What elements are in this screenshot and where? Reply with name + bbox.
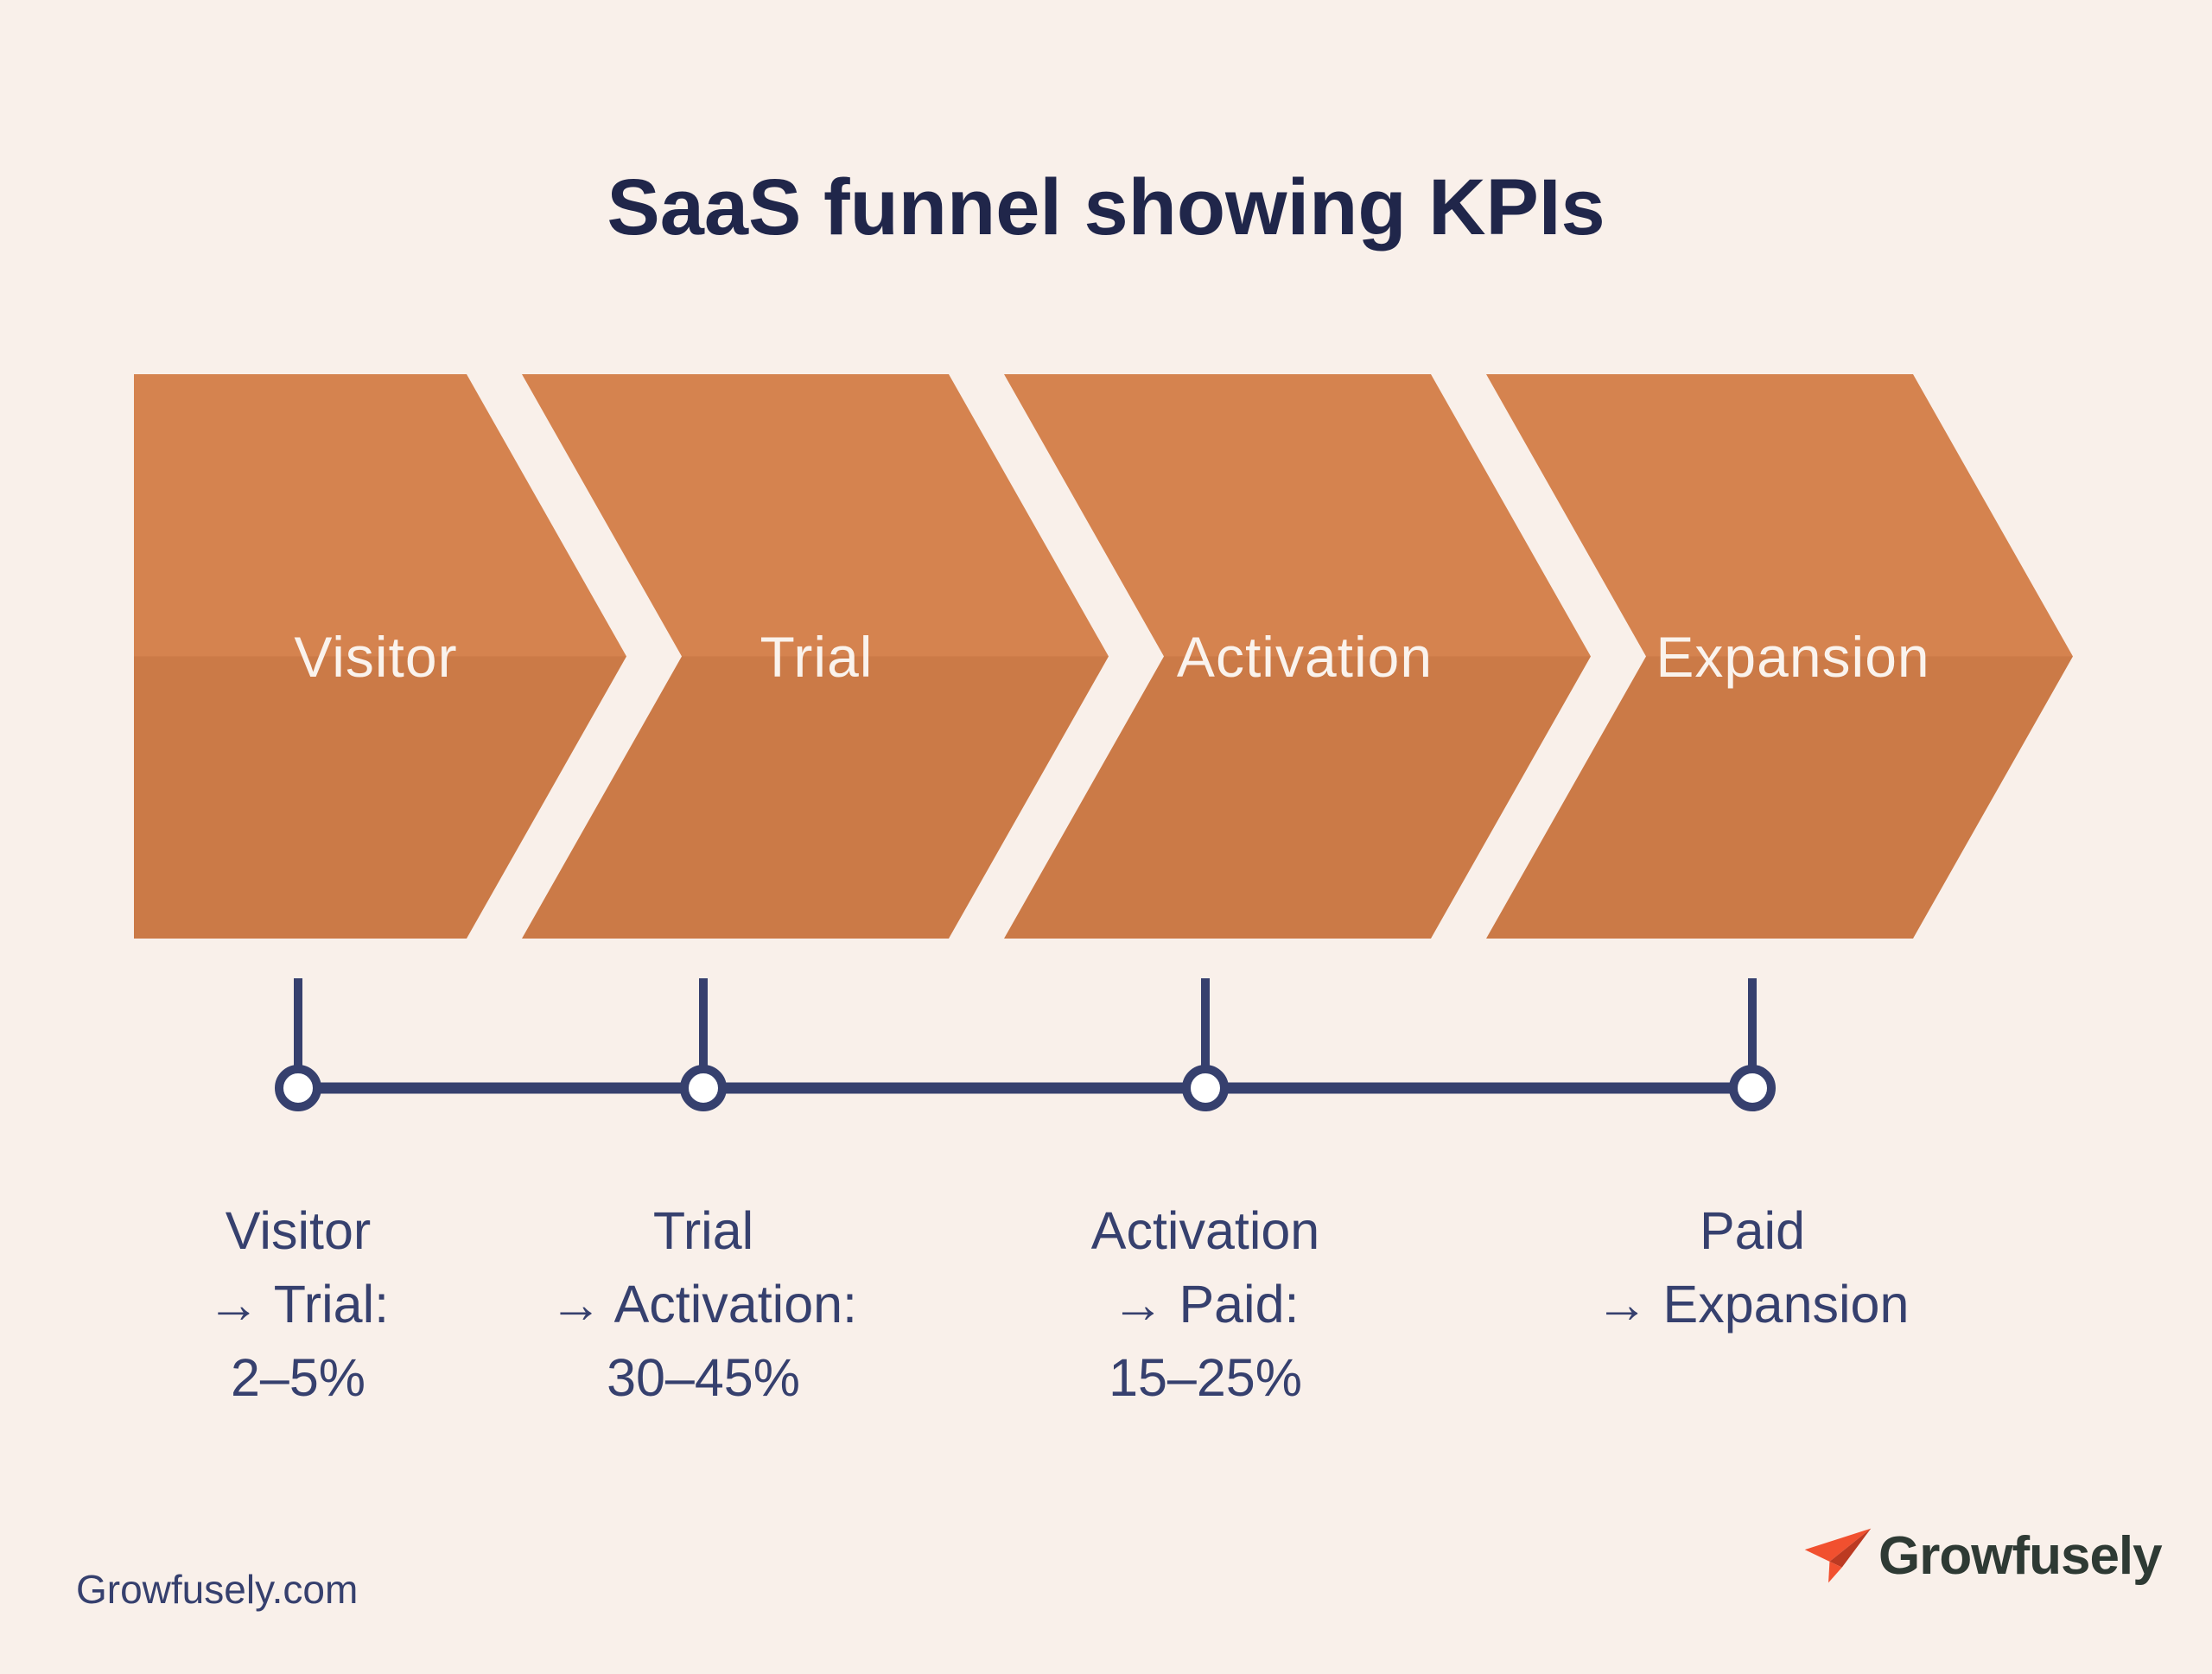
kpi-line: → Trial: [207,1275,390,1333]
funnel-stage-shape-activation [1004,374,1591,939]
kpi-activation-paid: Activation → Paid: 15–25% [1091,1194,1319,1415]
timeline-node-1 [275,1065,321,1111]
kpi-paid-expansion: Paid → Expansion [1596,1194,1910,1341]
brand-logo: Growfusely [1802,1523,2163,1588]
timeline-node-3 [1182,1065,1229,1111]
funnel-stage-shape-visitor [134,374,626,939]
timeline-node-4 [1729,1065,1776,1111]
stage-label-trial: Trial [760,625,874,689]
kpi-line: → Activation: [550,1275,857,1333]
funnel-stage-shape-trial [522,374,1109,939]
paper-plane-icon [1804,1528,1872,1583]
stage-label-activation: Activation [1176,625,1433,689]
kpi-line: Activation [1090,1201,1320,1260]
kpi-value: 30–45% [607,1348,800,1407]
stage-label-expansion: Expansion [1656,625,1930,689]
kpi-line: → Expansion [1595,1275,1910,1333]
kpi-value: 2–5% [230,1348,366,1407]
kpi-line: Visitor [225,1201,372,1260]
kpi-value: 15–25% [1109,1348,1302,1407]
kpi-line: Trial [652,1201,754,1260]
kpi-trial-activation: Trial → Activation: 30–45% [550,1194,857,1415]
timeline-node-2 [680,1065,727,1111]
page-title: SaaS funnel showing KPIs [607,163,1605,251]
kpi-visitor-trial: Visitor → Trial: 2–5% [207,1194,389,1415]
kpi-line: → Paid: [1111,1275,1300,1333]
funnel-stage-shape-expansion [1486,374,2073,939]
kpi-line: Paid [1699,1201,1806,1260]
website-url: Growfusely.com [76,1567,359,1612]
stage-label-visitor: Visitor [294,625,458,689]
brand-wordmark: Growfusely [1878,1525,2163,1586]
